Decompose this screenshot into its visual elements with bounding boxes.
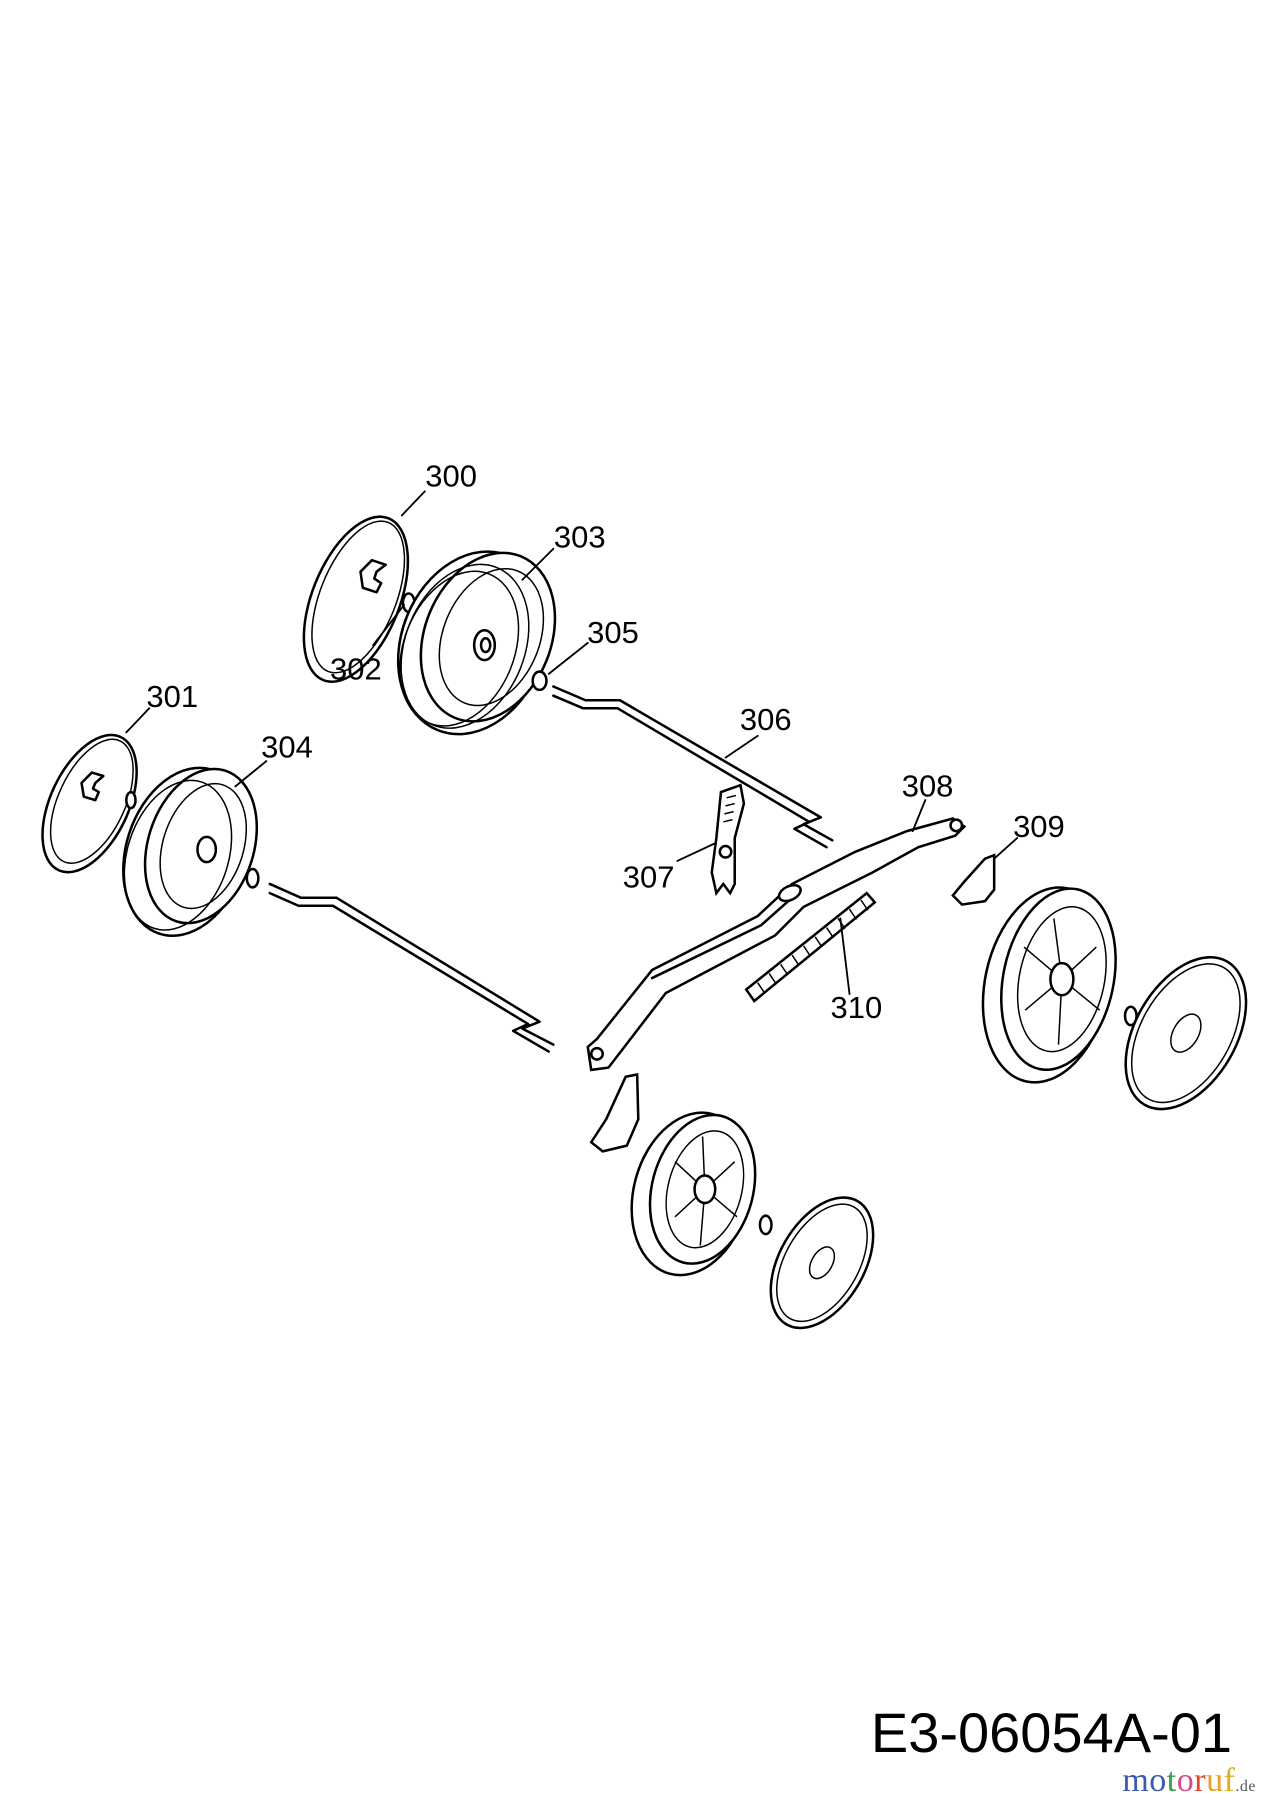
axle-left	[268, 882, 555, 1053]
label-302: 302	[330, 652, 382, 687]
label-303: 303	[554, 520, 606, 555]
label-304: 304	[261, 730, 313, 765]
hubcap-front-right	[1124, 955, 1248, 1111]
logo-letter: o	[1176, 1762, 1195, 1799]
logo-letter: r	[1194, 1762, 1207, 1799]
label-310: 310	[831, 990, 883, 1025]
hubcap-301	[41, 733, 138, 874]
washer-305	[531, 670, 548, 692]
hubcap-front-left	[769, 1196, 875, 1330]
wheel-303	[396, 550, 557, 736]
axle-306	[552, 685, 834, 849]
height-lever-308	[586, 817, 967, 1072]
wheel-front-right	[981, 886, 1117, 1084]
clip-309	[951, 853, 996, 906]
leader-lines	[125, 490, 1019, 996]
drawing-code: E3-06054A-01	[870, 1701, 1232, 1764]
watermark-logo: motoruf.de	[1122, 1762, 1256, 1800]
logo-letter: m	[1122, 1762, 1150, 1799]
logo-letter: o	[1149, 1762, 1167, 1799]
label-307: 307	[623, 859, 675, 894]
label-301: 301	[146, 679, 198, 714]
wheel-304	[122, 766, 259, 937]
lever-307	[710, 783, 746, 897]
logo-letter: u	[1206, 1762, 1224, 1799]
washer-small	[125, 790, 137, 810]
washer-small	[758, 1214, 773, 1236]
label-305: 305	[587, 615, 639, 650]
spring-310	[744, 891, 877, 1003]
label-300: 300	[425, 459, 477, 494]
clip-lower	[589, 1072, 640, 1153]
logo-suffix: .de	[1235, 1778, 1256, 1795]
label-309: 309	[1013, 809, 1065, 844]
label-308: 308	[902, 769, 954, 804]
washer-small	[245, 867, 260, 889]
label-306: 306	[740, 702, 792, 737]
wheel-front-left	[630, 1111, 757, 1277]
logo-letter: f	[1223, 1762, 1236, 1799]
logo-letter: t	[1166, 1762, 1177, 1799]
